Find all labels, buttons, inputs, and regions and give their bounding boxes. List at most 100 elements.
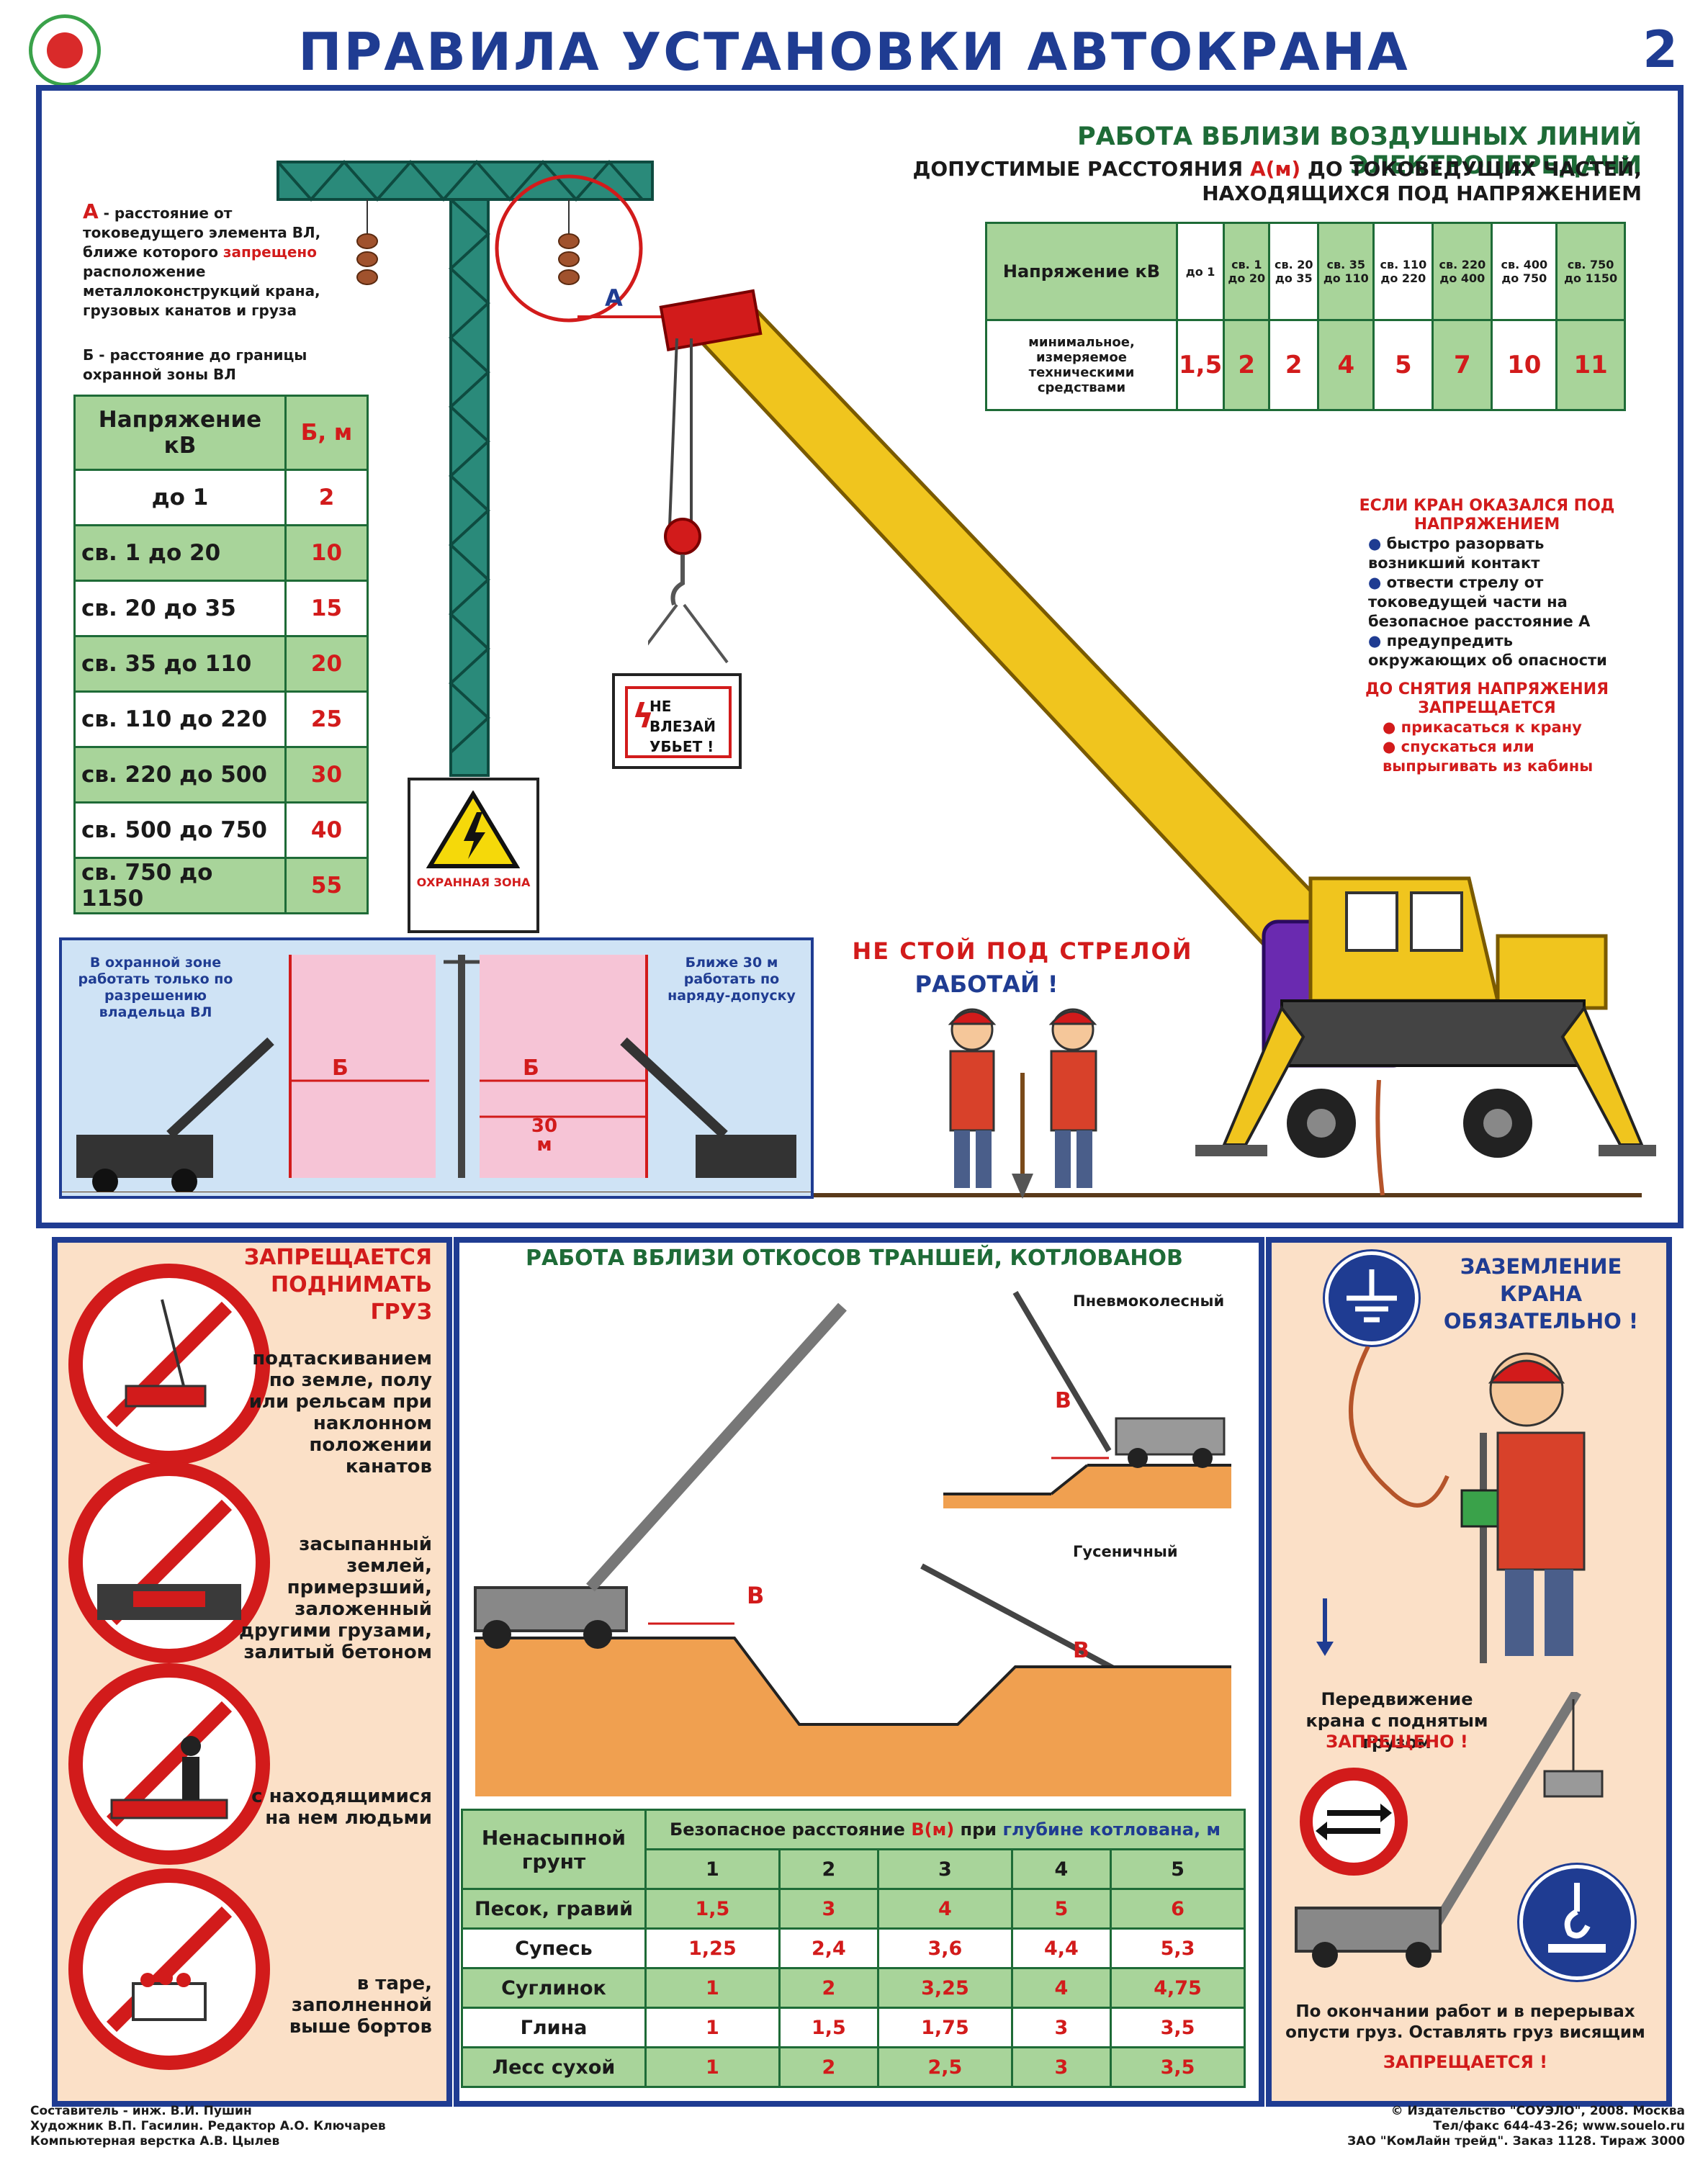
table-a-value: 2 [1223, 319, 1271, 411]
distance-value: 4,75 [1110, 1967, 1246, 2009]
no-move-sign [1300, 1768, 1408, 1876]
soil-name: Глина [461, 2007, 647, 2048]
definition-a-text-pre: - расстояние от токоведущего элемента ВЛ… [83, 204, 321, 261]
bullet-icon: ● [1368, 632, 1387, 649]
bullet-icon: ● [1383, 738, 1401, 755]
power-pylon [444, 955, 480, 1178]
energized-list: ● быстро разорвать возникший контакт ● о… [1368, 534, 1635, 670]
power-lines-subheading: ДОПУСТИМЫЕ РАССТОЯНИЯ А(м) ДО ТОКОВЕДУЩИ… [792, 157, 1642, 206]
distance-value: 1,5 [644, 1888, 781, 1930]
zone-label-30m: 30 м [531, 1115, 558, 1156]
move-forbidden: ЗАПРЕЩЕНО ! [1326, 1732, 1468, 1752]
credit-line: ЗАО "КомЛайн трейд". Заказ 1128. Тираж 3… [1347, 2134, 1685, 2148]
lift-forbidden-title: ЗАПРЕЩАЕТСЯ ПОДНИМАТЬ ГРУЗ [243, 1245, 432, 1325]
list-item-text: спускаться или выпрыгивать из кабины [1383, 738, 1594, 775]
label-pneumatic: Пневмоколесный [1073, 1292, 1225, 1310]
depth-column: 2 [778, 1848, 880, 1890]
definition-b: Б - расстояние до границы охранной зоны … [83, 346, 307, 383]
soil-name: Супесь [461, 1927, 647, 1969]
two-way-arrows-icon [1316, 1804, 1392, 1840]
move-text: Передвижение крана с поднятым грузом [1305, 1689, 1488, 1752]
lightning-icon: ϟ [632, 696, 655, 735]
table-row-b: 40 [284, 801, 369, 859]
boom-warning-line2: РАБОТАЙ ! [914, 971, 1058, 998]
distance-value: 5,3 [1110, 1927, 1246, 1969]
table-a-value: 10 [1491, 319, 1558, 411]
table-row-voltage: св. 500 до 750 [73, 801, 287, 859]
list-item: ● быстро разорвать возникший контакт [1368, 534, 1635, 573]
distance-value: 4,4 [1010, 1927, 1113, 1969]
boom-warning-line1: НЕ СТОЙ ПОД СТРЕЛОЙ [852, 937, 1193, 965]
zone-label-b-left: Б [332, 1056, 349, 1081]
table-a-min-label: минимальное, измеряемое техническими сре… [985, 319, 1178, 411]
lift-forbidden-item-2: засыпанный землей, примерзший, заложенны… [238, 1534, 432, 1663]
soil-name: Песок, гравий [461, 1888, 647, 1930]
table-row-voltage: св. 20 до 35 [73, 580, 287, 637]
distance-value: 1 [644, 1967, 781, 2009]
zone-label-b-right: Б [523, 1056, 539, 1081]
protection-zone-sign: ОХРАННАЯ ЗОНА [408, 778, 539, 933]
table-row-voltage: св. 220 до 500 [73, 746, 287, 804]
label-crawler: Гусеничный [1073, 1543, 1178, 1560]
table-row-voltage: св. 110 до 220 [73, 690, 287, 748]
high-voltage-icon [426, 791, 520, 868]
power-tower-illustration [277, 159, 662, 777]
label-a: А [605, 284, 623, 312]
credit-line: Составитель - инж. В.И. Пушин [30, 2104, 252, 2118]
credits-left: Составитель - инж. В.И. Пушин Художник В… [30, 2104, 534, 2149]
table-a-column: св. 400 до 750 [1491, 222, 1558, 321]
table-a-column: до 1 [1175, 222, 1226, 321]
table-row-b: 15 [284, 580, 369, 637]
distance-value: 4 [877, 1888, 1013, 1930]
depth-column: 5 [1110, 1848, 1246, 1890]
distance-value: 1 [644, 2007, 781, 2048]
soil-name: Суглинок [461, 1967, 647, 2009]
energized-title: ЕСЛИ КРАН ОКАЗАЛСЯ ПОД НАПРЯЖЕНИЕМ [1359, 497, 1615, 534]
power-lines-heading: РАБОТА ВБЛИЗИ ВОЗДУШНЫХ ЛИНИЙ ЭЛЕКТРОПЕР… [1077, 122, 1642, 180]
distance-value: 3 [778, 1888, 880, 1930]
definition-a-forbidden: запрещено [223, 243, 317, 261]
subheading-line2: НАХОДЯЩИХСЯ ПОД НАПРЯЖЕНИЕМ [1202, 181, 1642, 205]
table-a-column: св. 35 до 110 [1317, 222, 1375, 321]
allowed-distance-table: Напряжение кВ до 1 св. 1 до 20 св. 20 до… [985, 222, 1626, 411]
soil-header: Ненасыпной грунт [461, 1809, 647, 1890]
table-row-b: 10 [284, 524, 369, 582]
distance-value: 3,5 [1110, 2007, 1246, 2048]
credits-right: © Издательство "СОУЭЛО", 2008. Москва Те… [1224, 2104, 1685, 2149]
label-v-crawler: В [1073, 1638, 1089, 1663]
distance-header-mid: при [954, 1819, 1003, 1840]
lower-load-sign [1519, 1865, 1635, 1980]
distance-value: 1,25 [644, 1927, 781, 1969]
bullet-icon: ● [1368, 574, 1387, 591]
zone-right-pink [480, 955, 648, 1178]
zone-left-note: В охранной зоне работать только по разре… [78, 955, 233, 1020]
table-row-voltage: до 1 [73, 469, 287, 526]
subheading-am: А(м) [1249, 157, 1301, 181]
distance-header: Безопасное расстояние В(м) при глубине к… [644, 1809, 1246, 1850]
distance-value: 3,6 [877, 1927, 1013, 1969]
distance-value: 3 [1010, 2046, 1113, 2088]
trench-heading: РАБОТА ВБЛИЗИ ОТКОСОВ ТРАНШЕЙ, КОТЛОВАНО… [526, 1246, 1183, 1271]
distance-value: 6 [1110, 1888, 1246, 1930]
distance-header-pre: Безопасное расстояние [669, 1819, 912, 1840]
distance-value: 1,75 [877, 2007, 1013, 2048]
credit-line: Художник В.П. Гасилин. Редактор А.О. Клю… [30, 2119, 386, 2133]
small-crane-with-load-illustration [1295, 1692, 1604, 1968]
depth-column: 1 [644, 1848, 781, 1890]
list-item-text: отвести стрелу от токоведущей части на б… [1368, 574, 1591, 630]
energized-forbidden-list: ● прикасаться к крану ● спускаться или в… [1383, 718, 1635, 776]
bullet-icon: ● [1383, 719, 1401, 736]
table-row-voltage: св. 1 до 20 [73, 524, 287, 582]
table-b-header-voltage: Напряжение кВ [73, 395, 287, 471]
table-a-value: 5 [1372, 319, 1434, 411]
depth-column: 3 [877, 1848, 1013, 1890]
table-a-value: 1,5 [1175, 319, 1226, 411]
table-a-column: св. 1 до 20 [1223, 222, 1271, 321]
table-a-column: св. 220 до 400 [1431, 222, 1493, 321]
list-item: ● предупредить окружающих об опасности [1368, 631, 1635, 670]
credit-line: Компьютерная верстка А.В. Цылев [30, 2134, 280, 2148]
hook-icon [1548, 1883, 1606, 1953]
distance-value: 3 [1010, 2007, 1113, 2048]
label-v-pneumatic: В [1055, 1388, 1071, 1413]
subheading-pre: ДОПУСТИМЫЕ РАССТОЯНИЯ [912, 157, 1250, 181]
